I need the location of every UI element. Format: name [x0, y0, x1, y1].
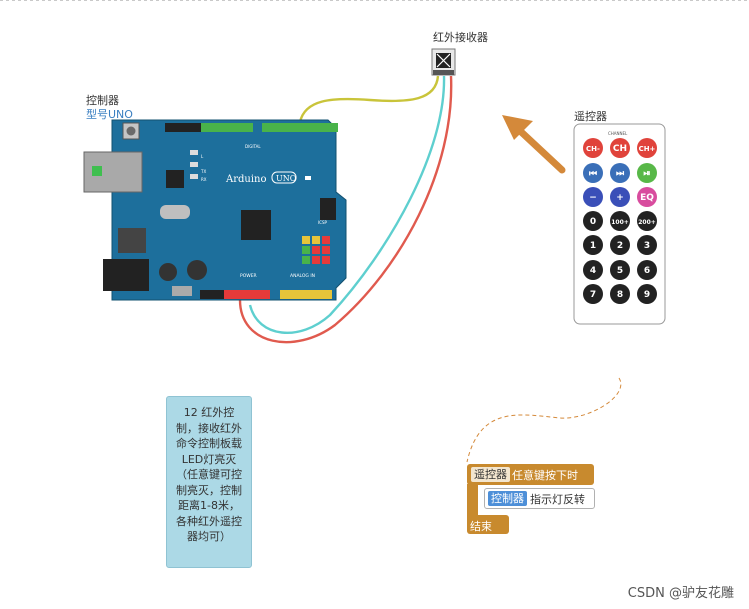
remote-button-label: 1: [590, 241, 596, 251]
remote-button[interactable]: [610, 187, 630, 207]
dashed-connector: [466, 377, 622, 463]
event-text: 任意键按下时: [512, 469, 578, 482]
watermark: CSDN @驴友花雕: [627, 586, 734, 601]
remote-button-label: CH-: [586, 145, 600, 153]
tx-label: TX: [200, 169, 206, 174]
ir-remote[interactable]: CHANNEL CH- CH CH+ ⏮ ⏭ ⏯ − + EQ 0 100+ 200+ 1 2 3 4 5 6 7 8…: [573, 123, 666, 325]
remote-button[interactable]: [610, 235, 630, 255]
event-block[interactable]: 遥控器 任意键按下时: [467, 464, 594, 485]
remote-button[interactable]: [610, 211, 630, 231]
remote-button[interactable]: [583, 284, 603, 304]
remote-button[interactable]: [610, 260, 630, 280]
remote-label: 遥控器: [574, 110, 607, 123]
remote-button[interactable]: [583, 138, 603, 158]
wire-cyan: [248, 75, 446, 334]
ir-receiver-label: 红外接收器: [433, 31, 488, 44]
remote-button-label: 9: [644, 290, 650, 300]
remote-button[interactable]: [583, 235, 603, 255]
remote-button-label: ⏭: [616, 169, 625, 179]
power-label: POWER: [240, 273, 257, 279]
remote-button[interactable]: [637, 260, 657, 280]
l-label: L: [201, 154, 204, 159]
event-block-arm: [467, 484, 478, 516]
remote-button[interactable]: [610, 284, 630, 304]
remote-button[interactable]: [637, 138, 657, 158]
power-jack: [103, 259, 149, 291]
controller-model-label: 型号UNO: [86, 108, 133, 121]
remote-button-label: ⏯: [643, 169, 650, 179]
remote-button[interactable]: [637, 211, 657, 231]
direction-arrow: [502, 115, 566, 174]
remote-button-label: 200+: [638, 219, 656, 226]
remote-button-label: 3: [644, 241, 650, 251]
remote-button-label: 8: [617, 290, 623, 300]
remote-button-label: 100+: [611, 219, 629, 226]
digital-label: DIGITAL: [245, 144, 261, 149]
ir-receiver[interactable]: [431, 48, 456, 76]
wire-yellow: [298, 75, 440, 123]
action-component-chip[interactable]: 控制器: [488, 491, 527, 506]
board-name: Arduino: [225, 174, 267, 185]
end-block[interactable]: 结束: [467, 515, 509, 534]
remote-button-label: +: [616, 193, 624, 203]
description-note: 12 红外控制，接收红外命令控制板载LED灯亮灭（任意键可控制亮灭，控制距离1-…: [166, 396, 252, 568]
rx-label: RX: [201, 177, 207, 182]
remote-button-label: 6: [644, 266, 650, 276]
arduino-board[interactable]: Arduino UNO DIGITAL POWER ANALOG IN ICSP…: [83, 119, 347, 301]
remote-button-label: 7: [590, 290, 596, 300]
remote-button[interactable]: [583, 187, 603, 207]
remote-button-label: EQ: [640, 193, 654, 203]
remote-button[interactable]: [583, 211, 603, 231]
wire-red: [238, 75, 453, 344]
icsp-label: ICSP: [318, 220, 328, 225]
remote-button-label: 0: [590, 217, 596, 227]
remote-button-label: 2: [617, 241, 623, 251]
event-component-chip[interactable]: 遥控器: [471, 467, 510, 482]
remote-button-label: CH: [613, 144, 627, 154]
remote-button[interactable]: [637, 284, 657, 304]
remote-button[interactable]: [583, 260, 603, 280]
action-block[interactable]: 控制器 指示灯反转: [484, 488, 595, 509]
remote-button[interactable]: [637, 235, 657, 255]
remote-channel-label: CHANNEL: [608, 131, 628, 136]
analog-label: ANALOG IN: [290, 273, 315, 279]
remote-button[interactable]: [637, 187, 657, 207]
remote-button-label: −: [589, 193, 597, 203]
board-model: UNO: [276, 174, 297, 183]
top-dashed-border: [0, 0, 749, 1]
remote-button-label: ⏮: [589, 169, 597, 179]
remote-button[interactable]: [610, 163, 630, 183]
remote-button[interactable]: [637, 163, 657, 183]
remote-button-label: 5: [617, 266, 623, 276]
remote-button-label: 4: [590, 266, 596, 276]
remote-button[interactable]: [610, 138, 630, 158]
action-text: 指示灯反转: [530, 493, 585, 506]
controller-label: 控制器: [86, 94, 119, 107]
remote-button-label: CH+: [639, 145, 656, 153]
remote-button[interactable]: [583, 163, 603, 183]
